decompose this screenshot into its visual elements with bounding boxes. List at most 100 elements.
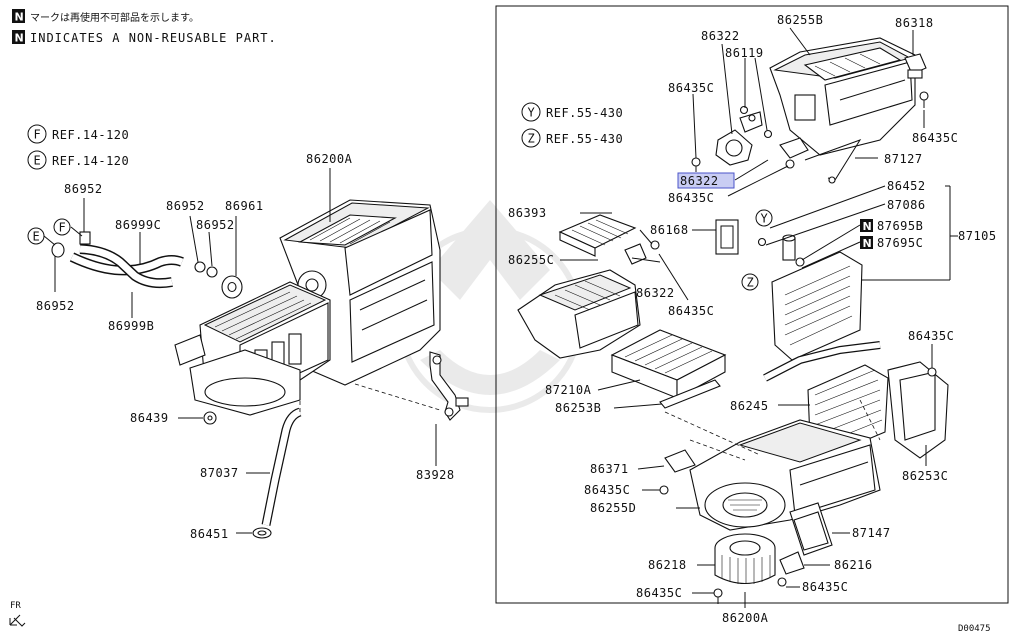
screw-86435c-d[interactable] xyxy=(927,367,937,377)
filter-cover-86393[interactable] xyxy=(558,214,637,257)
screw-86435c-b[interactable] xyxy=(919,91,929,108)
label-86200a[interactable]: 86200A xyxy=(306,152,353,166)
grommet-86961[interactable] xyxy=(221,275,243,299)
label-86435c[interactable]: 86435C xyxy=(584,483,630,497)
upper-case-86255b[interactable] xyxy=(769,37,916,156)
drain-hose-87037[interactable] xyxy=(261,407,302,526)
ref-text: REF.14-120 xyxy=(52,128,129,142)
svg-text:N: N xyxy=(863,220,872,233)
label-86255d[interactable]: 86255D xyxy=(590,501,636,515)
highlighted-part-86322[interactable]: 86322 xyxy=(677,172,735,189)
label-87695b[interactable]: 87695B xyxy=(877,219,923,233)
label-86255b[interactable]: 86255B xyxy=(777,13,823,27)
bracket-83928[interactable] xyxy=(429,351,469,421)
label-87147[interactable]: 87147 xyxy=(852,526,891,540)
label-86435c[interactable]: 86435C xyxy=(668,191,714,205)
label-86322[interactable]: 86322 xyxy=(636,286,675,300)
ref-f[interactable]: F REF.14-120 xyxy=(27,124,129,144)
callout-z[interactable]: Z xyxy=(741,273,759,291)
lower-case-86255c[interactable] xyxy=(517,269,641,359)
label-86952[interactable]: 86952 xyxy=(36,299,75,313)
label-86961[interactable]: 86961 xyxy=(225,199,264,213)
hose-86999c[interactable] xyxy=(69,252,184,276)
bracket-86216[interactable] xyxy=(779,551,805,575)
label-86435c[interactable]: 86435C xyxy=(802,580,848,594)
screw-86435c-f[interactable] xyxy=(777,577,787,587)
label-87695c[interactable]: 87695C xyxy=(877,236,923,250)
hose-clamp-86952-mid[interactable] xyxy=(194,261,206,273)
blower-motor-86218[interactable] xyxy=(714,533,776,584)
label-86322[interactable]: 86322 xyxy=(701,29,740,43)
label-86119[interactable]: 86119 xyxy=(725,46,764,60)
label-86393[interactable]: 86393 xyxy=(508,206,547,220)
sensor-87127[interactable] xyxy=(804,139,862,184)
label-87210a[interactable]: 87210A xyxy=(545,383,592,397)
hose-clamp-86952-top[interactable] xyxy=(79,231,91,245)
label-86952[interactable]: 86952 xyxy=(196,218,235,232)
hose-86999b[interactable] xyxy=(79,244,173,289)
label-86253c[interactable]: 86253C xyxy=(902,469,948,483)
air-filter-87210a[interactable] xyxy=(610,329,727,399)
evaporator-87105[interactable] xyxy=(771,251,863,361)
control-unit-87147[interactable] xyxy=(789,502,833,556)
actuator-86322[interactable] xyxy=(715,111,763,166)
blower-case-lower[interactable] xyxy=(689,419,881,531)
note-japanese: マークは再使用不可部品を示します。 xyxy=(30,11,199,24)
label-86952[interactable]: 86952 xyxy=(64,182,103,196)
label-87105[interactable]: 87105 xyxy=(958,229,997,243)
screw-86452[interactable] xyxy=(757,237,767,247)
callout-e[interactable]: E xyxy=(27,227,45,245)
ref-y[interactable]: Y REF.55-430 xyxy=(521,102,623,122)
label-86999c[interactable]: 86999C xyxy=(115,218,161,232)
label-86435c[interactable]: 86435C xyxy=(668,304,714,318)
screw-86119-a[interactable] xyxy=(739,105,749,115)
filter-frame-86253b[interactable] xyxy=(659,379,721,409)
hvac-unit-assembly xyxy=(174,199,441,416)
screw-86119-b[interactable] xyxy=(763,129,773,139)
label-86253b[interactable]: 86253B xyxy=(555,401,601,415)
label-86435c[interactable]: 86435C xyxy=(912,131,958,145)
hose-clamp-86952-left[interactable] xyxy=(51,242,65,258)
hose-clamp-86952-right[interactable] xyxy=(206,266,218,278)
label-87037[interactable]: 87037 xyxy=(200,466,239,480)
label-86952[interactable]: 86952 xyxy=(166,199,205,213)
non-reusable-badge xyxy=(860,219,873,232)
grommet-86451[interactable] xyxy=(252,527,272,539)
label-83928[interactable]: 83928 xyxy=(416,468,455,482)
label-86318[interactable]: 86318 xyxy=(895,16,934,30)
ref-e[interactable]: E REF.14-120 xyxy=(27,150,129,170)
label-86435c[interactable]: 86435C xyxy=(636,586,682,600)
label-86435c[interactable]: 86435C xyxy=(668,81,714,95)
motor-86322[interactable] xyxy=(779,137,809,159)
label-86371[interactable]: 86371 xyxy=(590,462,629,476)
callout-y[interactable]: Y xyxy=(755,209,773,227)
label-86255c[interactable]: 86255C xyxy=(508,253,554,267)
actuator-86318[interactable] xyxy=(904,53,927,79)
label-86439[interactable]: 86439 xyxy=(130,411,169,425)
label-86999b[interactable]: 86999B xyxy=(108,319,154,333)
label-87086[interactable]: 87086 xyxy=(887,198,926,212)
part-labels: 86952 86999C 86952 86961 86952 86952 869… xyxy=(36,13,997,625)
label-87127[interactable]: 87127 xyxy=(884,152,923,166)
screw-86435c-g[interactable] xyxy=(713,588,723,604)
ref-z[interactable]: Z REF.55-430 xyxy=(521,128,623,148)
front-arrow-icon xyxy=(9,614,26,627)
screw-86435c-a[interactable] xyxy=(691,157,701,172)
screw-86168[interactable] xyxy=(650,240,660,250)
side-cover-86253c[interactable] xyxy=(887,361,949,459)
label-86245[interactable]: 86245 xyxy=(730,399,769,413)
ref-text: REF.55-430 xyxy=(546,132,623,146)
label-86168[interactable]: 86168 xyxy=(650,223,689,237)
label-86435c[interactable]: 86435C xyxy=(908,329,954,343)
clip-86322[interactable] xyxy=(624,243,647,265)
grommet-86439[interactable] xyxy=(203,411,217,425)
resistor-86371[interactable] xyxy=(664,449,696,473)
seal-86168[interactable] xyxy=(715,219,739,255)
screw-86435c-e[interactable] xyxy=(659,485,669,495)
label-86216[interactable]: 86216 xyxy=(834,558,873,572)
label-86452[interactable]: 86452 xyxy=(887,179,926,193)
callout-f[interactable]: F xyxy=(53,218,71,236)
label-86200a[interactable]: 86200A xyxy=(722,611,769,625)
label-86451[interactable]: 86451 xyxy=(190,527,229,541)
label-86218[interactable]: 86218 xyxy=(648,558,687,572)
